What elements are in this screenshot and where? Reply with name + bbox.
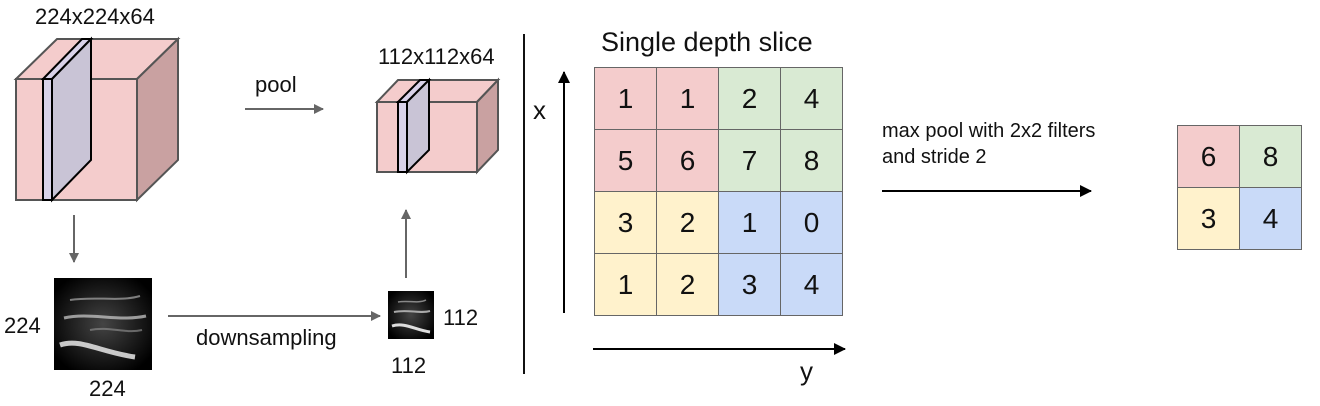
input-grid-cell-0-2: 2 [718, 67, 781, 130]
activation-map-large [54, 278, 152, 370]
output-grid-cell-1-1: 4 [1239, 187, 1302, 250]
output-grid-cell-0-1: 8 [1239, 125, 1302, 188]
small-volume-cube [374, 77, 501, 175]
pool-label: pool [255, 72, 297, 97]
output-grid-cell-1-0: 3 [1177, 187, 1240, 250]
input-grid-cell-1-3: 8 [780, 129, 843, 192]
big-volume-cube [13, 36, 181, 203]
input-grid-cell-2-1: 2 [656, 191, 719, 254]
big-map-side-label: 224 [4, 313, 41, 338]
activation-map-small [388, 291, 434, 339]
downsampling-label: downsampling [196, 325, 337, 350]
input-grid-cell-2-0: 3 [594, 191, 657, 254]
input-grid-cell-2-2: 1 [718, 191, 781, 254]
input-grid-cell-0-0: 1 [594, 67, 657, 130]
small-map-bottom-label: 112 [391, 353, 427, 378]
input-grid-cell-3-3: 4 [780, 253, 843, 316]
input-grid-cell-0-1: 1 [656, 67, 719, 130]
depth-slice-title: Single depth slice [601, 27, 813, 57]
input-grid-cell-1-2: 7 [718, 129, 781, 192]
input-grid-cell-3-0: 1 [594, 253, 657, 316]
x-axis-label: x [533, 95, 546, 125]
input-grid-cell-1-0: 5 [594, 129, 657, 192]
depth-slice-highlight [40, 36, 94, 203]
small-depth-slice-highlight [395, 77, 432, 175]
big-volume-label: 224x224x64 [35, 4, 155, 29]
operation-label-line2: and stride 2 [882, 146, 987, 168]
y-axis-label: y [800, 356, 813, 386]
small-volume-label: 112x112x64 [378, 44, 495, 69]
input-grid-cell-1-1: 6 [656, 129, 719, 192]
input-grid-cell-3-2: 3 [718, 253, 781, 316]
operation-label-line1: max pool with 2x2 filters [882, 120, 1096, 142]
big-map-bottom-label: 224 [89, 376, 126, 401]
input-grid-cell-3-1: 2 [656, 253, 719, 316]
small-map-side-label: 112 [443, 305, 479, 330]
input-grid-cell-0-3: 4 [780, 67, 843, 130]
output-grid-cell-0-0: 6 [1177, 125, 1240, 188]
input-grid-cell-2-3: 0 [780, 191, 843, 254]
